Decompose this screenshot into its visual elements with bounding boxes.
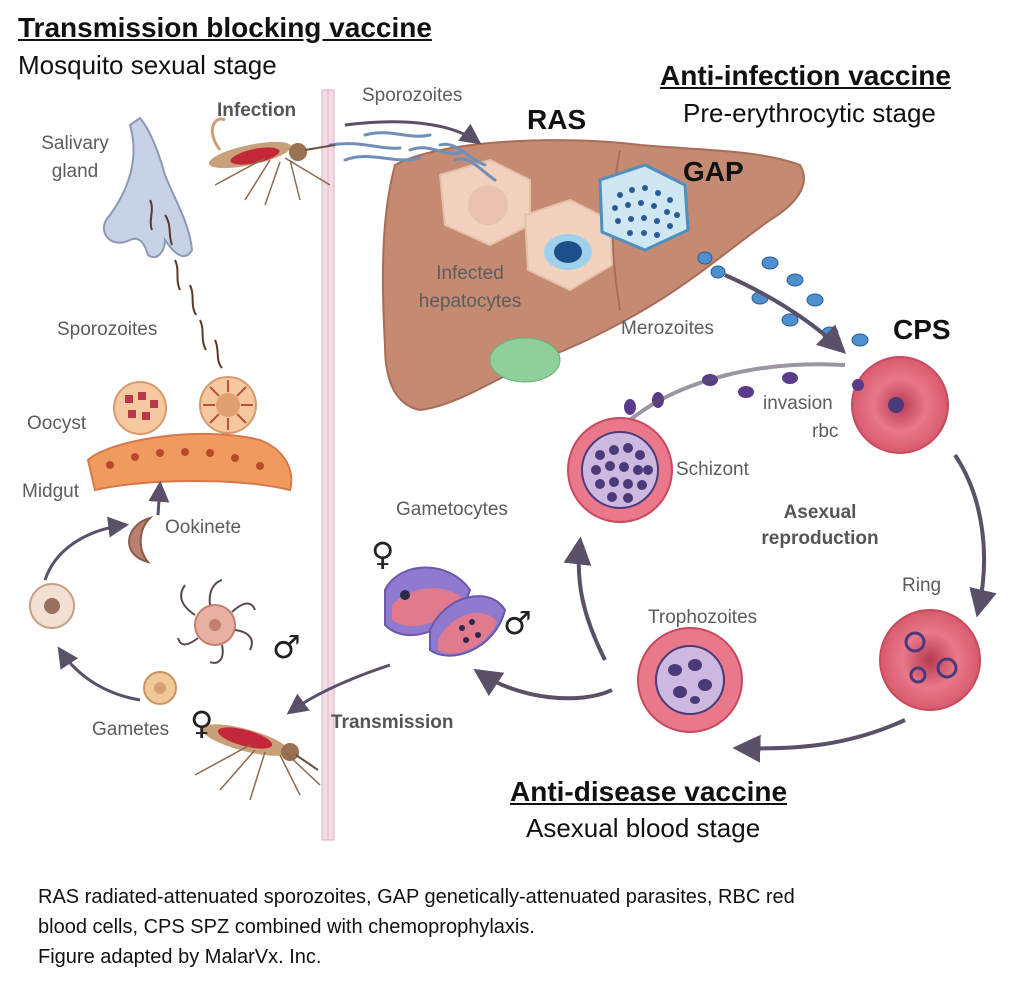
female-gamete: [143, 671, 177, 705]
asexual-reproduction-label-line2: reproduction: [761, 528, 879, 549]
ring-stage: [879, 609, 981, 711]
gap-badge: GAP: [683, 156, 744, 187]
infection-label: Infection: [217, 100, 297, 121]
invasion-label: invasion: [763, 393, 833, 414]
salivary-gland-label-line2: gland: [51, 161, 99, 182]
infected-hepatocytes-label-line2: hepatocytes: [418, 291, 522, 312]
merozoites: [697, 251, 869, 347]
ookinete: [128, 516, 154, 564]
salivary-gland-label: Salivary gland: [30, 130, 120, 186]
gametes-label: Gametes: [92, 719, 170, 740]
oocyst: [113, 376, 257, 435]
schizont-label: Schizont: [676, 459, 749, 480]
midgut: [86, 432, 293, 492]
gap-hepatocyte: [598, 163, 690, 252]
malaria-lifecycle-diagram: [29, 89, 997, 841]
merozoites-label: Merozoites: [621, 318, 714, 339]
ring-label: Ring: [902, 575, 942, 596]
transmission-label: Transmission: [331, 712, 454, 733]
mosquito-stage-subheading: Mosquito sexual stage: [18, 50, 277, 80]
sporozoites-top-label: Sporozoites: [362, 85, 463, 106]
male-gamete-symbol: ♂: [272, 628, 301, 666]
male-gamete: [177, 579, 256, 664]
sporozoite-stream: [328, 131, 497, 182]
midgut-label: Midgut: [22, 481, 80, 502]
infected-hepatocytes-label: Infected hepatocytes: [400, 260, 540, 316]
gametocytes-label: Gametocytes: [396, 499, 508, 520]
zygote: [29, 583, 75, 629]
anti-disease-heading: Anti-disease vaccine: [510, 776, 788, 807]
ookinete-label: Ookinete: [165, 517, 242, 538]
gametocytes: [384, 566, 507, 657]
infected-hepatocytes-label-line1: Infected: [436, 263, 504, 284]
mosquito-transmission: [194, 724, 321, 801]
gallbladder: [489, 337, 561, 383]
schizont: [567, 417, 673, 523]
cps-badge: CPS: [893, 314, 951, 345]
sporozoites-left-label: Sporozoites: [57, 319, 158, 340]
ras-badge: RAS: [527, 104, 587, 135]
rbc-invaded: [851, 356, 949, 454]
figure-caption: RAS radiated-attenuated sporozoites, GAP…: [38, 882, 998, 972]
female-gamete-symbol: ♀: [190, 704, 214, 742]
male-gametocyte-symbol: ♂: [503, 604, 532, 642]
salivary-gland-label-line1: Salivary: [41, 133, 109, 154]
caption-line2: blood cells, CPS SPZ combined with chemo…: [38, 916, 535, 938]
female-gametocyte-symbol: ♀: [371, 535, 395, 573]
trophozoites-label: Trophozoites: [648, 607, 758, 628]
sporozoites-mosquito: [149, 199, 223, 369]
sporozoite-arrow: [344, 120, 482, 145]
pre-erythrocytic-subheading: Pre-erythrocytic stage: [683, 98, 936, 128]
caption-line1: RAS radiated-attenuated sporozoites, GAP…: [38, 886, 795, 908]
asexual-reproduction-label-line1: Asexual: [783, 502, 857, 523]
caption-line3: Figure adapted by MalarVx. Inc.: [38, 946, 322, 968]
anti-infection-heading: Anti-infection vaccine: [660, 60, 951, 91]
asexual-reproduction-label: Asexual reproduction: [745, 500, 895, 552]
transmission-blocking-heading: Transmission blocking vaccine: [18, 12, 432, 43]
asexual-blood-subheading: Asexual blood stage: [526, 813, 761, 843]
liver: [381, 139, 805, 412]
rbc-label: rbc: [812, 421, 839, 442]
oocyst-label: Oocyst: [27, 413, 87, 434]
mosquito-infection: [208, 117, 336, 206]
trophozoite: [637, 627, 743, 733]
salivary-gland: [103, 116, 194, 259]
